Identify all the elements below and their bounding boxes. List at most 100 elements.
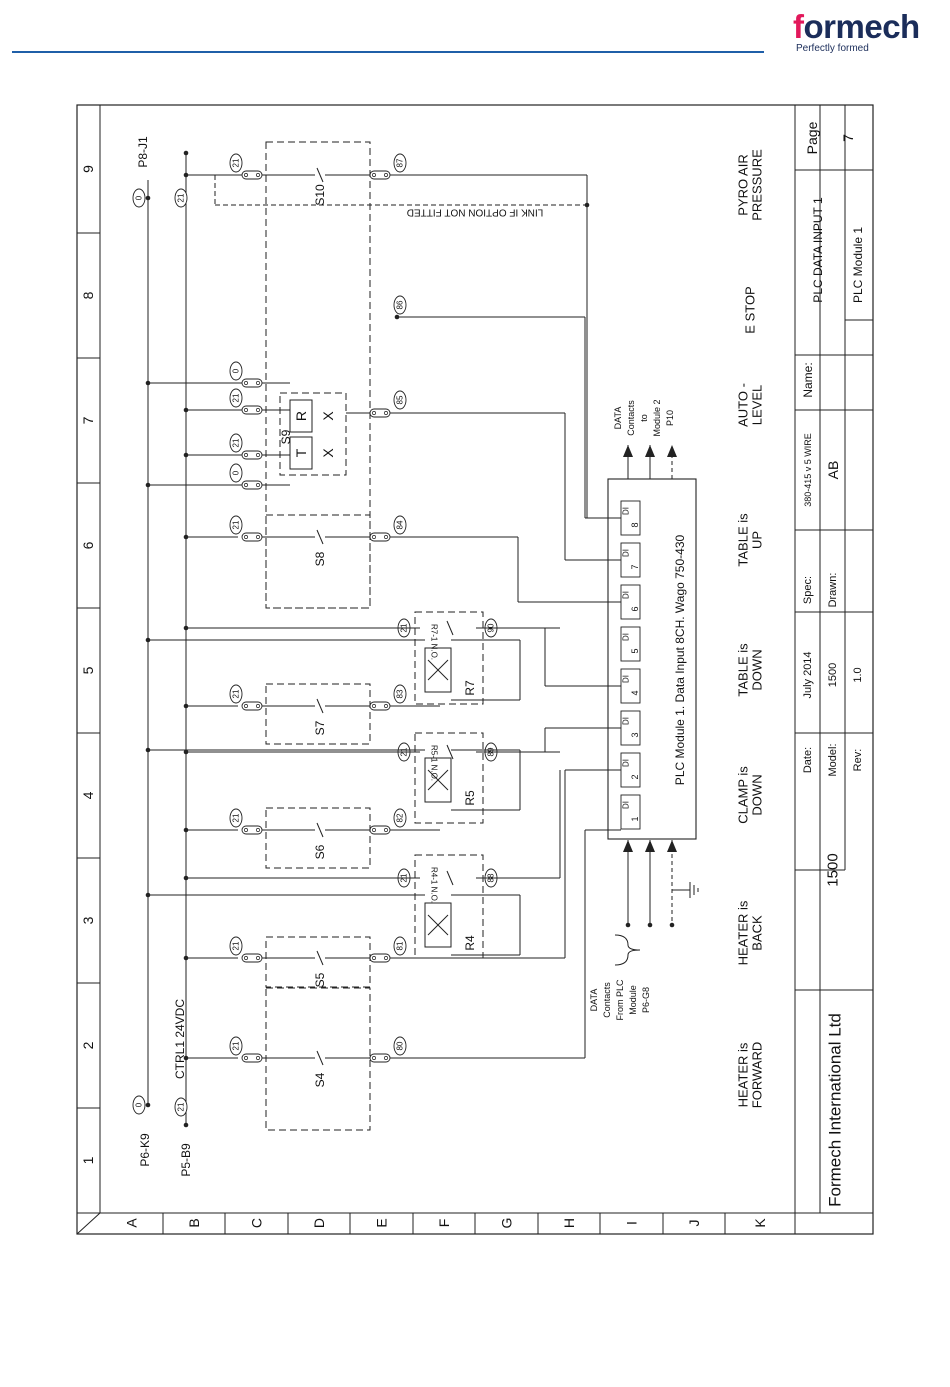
contact-blade [446, 620, 454, 636]
row-letter: D [311, 1218, 327, 1228]
function-label: AUTO - [736, 383, 751, 427]
terminal-pin [256, 535, 260, 539]
terminal-pin [244, 483, 248, 487]
relay-dashed-box [414, 611, 484, 705]
wire-number-oval [229, 515, 243, 535]
di-label: DI [622, 549, 631, 557]
junction-dot [183, 534, 189, 540]
function-label: DOWN [750, 774, 765, 815]
tb-field-value: 380-415 v 5 WIRE [803, 433, 813, 507]
column-number: 2 [80, 1041, 96, 1049]
wire-number-oval [393, 808, 407, 828]
column-number: 9 [80, 165, 96, 173]
terminal-pin [256, 828, 260, 832]
wire-number-oval [229, 361, 243, 381]
connector-p8-j1: P8-J1 [136, 136, 150, 168]
di-channel-box [620, 542, 641, 578]
s9-r-letter: R [293, 411, 309, 421]
wire-number-oval [132, 1095, 146, 1115]
wire-number: 80 [396, 1041, 405, 1050]
switch-dashed-box [265, 987, 371, 1131]
terminal-pin [244, 704, 248, 708]
data-in-label: Contacts [602, 982, 612, 1018]
switch-dashed-box [265, 807, 371, 869]
tb-field-value: 1.0 [852, 667, 864, 682]
contact-blade [316, 529, 324, 545]
data-in-label: Module [628, 985, 638, 1015]
wire-number-oval [229, 936, 243, 956]
wire-number: 86 [396, 300, 405, 309]
terminal-pin [384, 535, 388, 539]
row-letter: K [752, 1218, 768, 1228]
di-label: DI [622, 801, 631, 809]
contact-blade [316, 822, 324, 838]
terminal-pin [256, 704, 260, 708]
row-letter: G [499, 1218, 515, 1229]
terminal-pin [244, 956, 248, 960]
tb-page-label: Page [804, 121, 820, 154]
row-letter: J [686, 1220, 702, 1227]
terminal-pin [372, 173, 376, 177]
switch-label: S5 [313, 972, 327, 987]
wire-number: 0 [232, 470, 241, 475]
terminal-pin [372, 411, 376, 415]
wire-number-oval [229, 153, 243, 173]
terminal-pin [244, 535, 248, 539]
logo-tagline: Perfectly formed [796, 43, 869, 54]
tb-field-label: Spec: [802, 576, 814, 604]
s8-s10-dashed-box [265, 141, 371, 609]
link-note: LINK IF OPTION NOT FITTED [407, 207, 544, 218]
switch-label: S6 [313, 844, 327, 859]
switch-label: S4 [313, 1072, 327, 1087]
relay-contact-label: R4-1 N.O. [430, 867, 439, 903]
column-number: 3 [80, 916, 96, 924]
terminal-pin [244, 381, 248, 385]
di-label: DI [622, 507, 631, 515]
switch-label: S8 [313, 551, 327, 566]
tb-field-value: July 2014 [802, 651, 814, 698]
tb-page-number: 7 [840, 134, 856, 142]
coil-cross [427, 659, 449, 681]
switch-label: S7 [313, 720, 327, 735]
terminal-pin [244, 453, 248, 457]
row-letter: E [374, 1218, 390, 1227]
terminal-pin [256, 956, 260, 960]
junction-dot [145, 892, 151, 898]
terminal-pin [372, 1056, 376, 1060]
junction-dot [183, 827, 189, 833]
di-channel-box [620, 794, 641, 830]
arrow-up [667, 840, 677, 852]
logo-initial: f [793, 8, 804, 45]
di-number: 4 [630, 690, 640, 695]
junction-dot [183, 955, 189, 961]
s9-x-letter: X [320, 411, 336, 421]
function-label: UP [750, 531, 765, 549]
terminal-pin [244, 1056, 248, 1060]
junction-dot [145, 637, 151, 643]
junction-dot [183, 1055, 189, 1061]
terminal-pin [256, 381, 260, 385]
tb-field-label: Model: [827, 743, 839, 776]
wire-number: 87 [396, 158, 405, 167]
terminal-pin [256, 453, 260, 457]
tb-field-value: AB [825, 461, 841, 480]
di-channel-box [620, 668, 641, 704]
column-number: 1 [80, 1156, 96, 1164]
wire-number: 21 [232, 158, 241, 167]
junction-dot [183, 407, 189, 413]
tb-field-label: Date: [802, 747, 814, 773]
junction-dot [145, 1102, 151, 1108]
di-channel-box [620, 626, 641, 662]
wire-number-oval [393, 515, 407, 535]
row-letter: F [436, 1219, 452, 1228]
data-out-label: DATA [613, 407, 623, 430]
relay-label: R7 [463, 680, 477, 696]
function-label: HEATER is [736, 1042, 751, 1107]
junction-dot [183, 452, 189, 458]
contact-blade [446, 744, 454, 760]
di-channel-box [620, 710, 641, 746]
terminal-pin [384, 828, 388, 832]
